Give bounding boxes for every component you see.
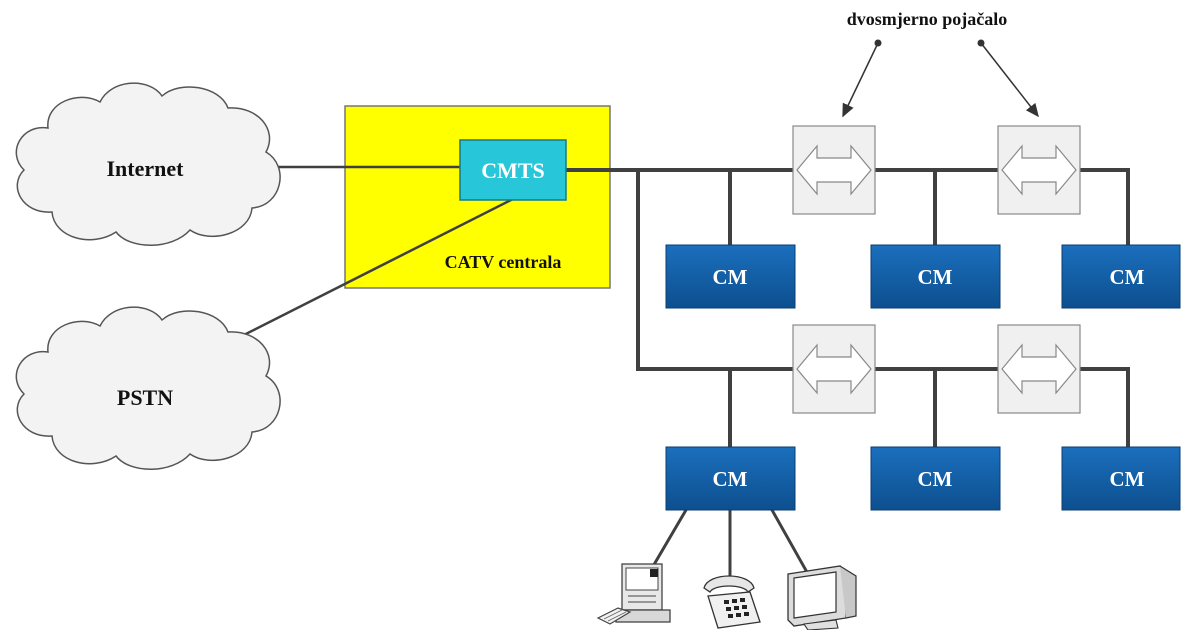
cable-modem-3-label: CM — [1110, 265, 1145, 289]
cable-modem-5-label: CM — [918, 467, 953, 491]
desktop-computer-icon — [596, 563, 671, 625]
telephone-icon — [703, 575, 761, 629]
crt-monitor-icon — [787, 565, 857, 630]
amplifier-top-right — [997, 125, 1081, 215]
annotation-arrow-right — [980, 42, 1039, 118]
cmts-box — [459, 139, 567, 201]
annotation-arrow-left — [842, 42, 879, 118]
amplifier-bottom-left — [792, 324, 876, 414]
headend-label: CATV centrala — [445, 252, 562, 272]
cable-modem-2: CM — [870, 244, 1001, 309]
cable-modem-5: CM — [870, 446, 1001, 511]
pstn-cloud: PSTN — [15, 306, 281, 470]
amplifier-title: dvosmjerno pojačalo — [847, 9, 1008, 29]
cable-modem-1-label: CM — [713, 265, 748, 289]
amplifier-bottom-right — [997, 324, 1081, 414]
cable-modem-1: CM — [665, 244, 796, 309]
internet-label: Internet — [107, 156, 185, 181]
cable-modem-2-label: CM — [918, 265, 953, 289]
cable-modem-6: CM — [1061, 446, 1181, 511]
cable-modem-4: CM — [665, 446, 796, 511]
cable-modem-3: CM — [1061, 244, 1181, 309]
cable-modem-4-label: CM — [713, 467, 748, 491]
amplifier-top-left — [792, 125, 876, 215]
pstn-label: PSTN — [117, 385, 173, 410]
internet-cloud: Internet — [15, 82, 281, 246]
cmts-label: CMTS — [481, 158, 545, 183]
cable-modem-6-label: CM — [1110, 467, 1145, 491]
connection-lines — [228, 165, 1130, 583]
